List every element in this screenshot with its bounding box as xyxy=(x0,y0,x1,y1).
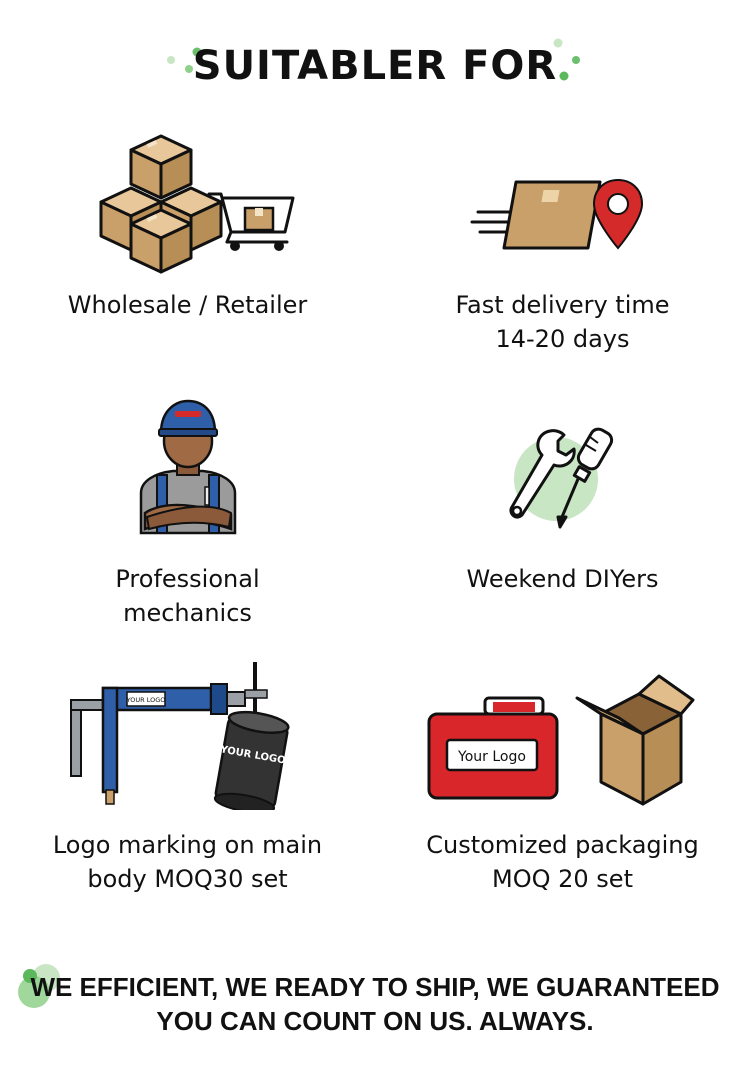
footer-slogan: WE EFFICIENT, WE READY TO SHIP, WE GUARA… xyxy=(0,970,750,1038)
tool-logo-icon: YOUR LOGO YOUR LOGO xyxy=(69,662,290,810)
case-logo-text: Your Logo xyxy=(457,749,526,765)
tool-logo-text: YOUR LOGO xyxy=(125,696,165,704)
feature-label-packaging: Customized packaging MOQ 20 set xyxy=(375,828,750,896)
feature-mechanics: Professional mechanics xyxy=(0,395,375,635)
feature-label-diyers: Weekend DIYers xyxy=(375,562,750,596)
feature-label-delivery: Fast delivery time 14-20 days xyxy=(375,288,750,356)
label-line: Weekend DIYers xyxy=(466,565,659,593)
feature-label-mechanics: Professional mechanics xyxy=(0,562,375,630)
page-title: SUITABLER FOR xyxy=(192,43,558,89)
feature-logo-marking: YOUR LOGO YOUR LOGO Logo marking on main… xyxy=(0,658,375,898)
feature-wholesale: Wholesale / Retailer xyxy=(0,130,375,360)
label-line: Wholesale / Retailer xyxy=(67,291,308,319)
label-line: Professional xyxy=(115,565,260,593)
label-line: 14-20 days xyxy=(495,325,630,353)
label-line: MOQ 20 set xyxy=(492,865,633,893)
mechanic-icon xyxy=(139,399,236,535)
packaging-icon: Your Logo xyxy=(427,674,694,806)
label-line: Fast delivery time xyxy=(455,291,670,319)
label-line: Customized packaging xyxy=(426,831,699,859)
tools-icon xyxy=(509,427,613,529)
feature-delivery: Fast delivery time 14-20 days xyxy=(375,130,750,360)
footer-line-1: WE EFFICIENT, WE READY TO SHIP, WE GUARA… xyxy=(30,972,720,1002)
label-line: Logo marking on main xyxy=(52,831,323,859)
boxes-cart-icon xyxy=(99,134,294,274)
decor-dots-right-icon xyxy=(553,38,580,81)
header: SUITABLER FOR xyxy=(0,38,750,94)
decor-bubbles-icon xyxy=(18,964,60,1008)
feature-label-wholesale: Wholesale / Retailer xyxy=(0,288,375,322)
footer-line-2: YOU CAN COUNT ON US. ALWAYS. xyxy=(156,1006,594,1036)
feature-label-logo-marking: Logo marking on main body MOQ30 set xyxy=(0,828,375,896)
delivery-location-icon xyxy=(470,178,643,250)
feature-diyers: Weekend DIYers xyxy=(375,395,750,635)
feature-packaging: Your Logo Customized packaging MOQ 20 se… xyxy=(375,658,750,898)
label-line: mechanics xyxy=(123,599,252,627)
label-line: body MOQ30 set xyxy=(87,865,288,893)
decor-dots-left-icon xyxy=(167,47,202,73)
